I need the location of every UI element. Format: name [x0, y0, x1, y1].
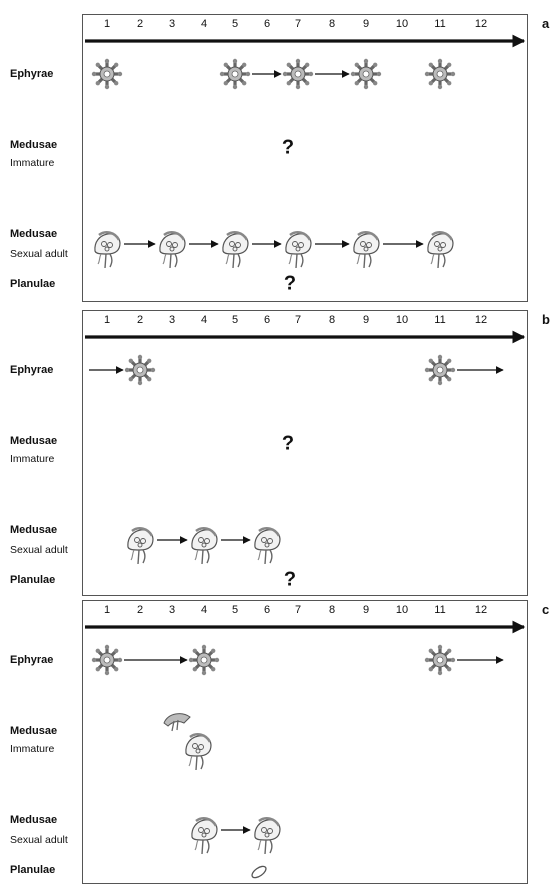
row-label-immature: Immature — [10, 157, 55, 169]
young-medusa-icon — [163, 713, 191, 732]
ephyra-icon — [424, 58, 456, 90]
ephyra-icon — [91, 58, 123, 90]
month-label: 8 — [328, 18, 336, 30]
medusa-icon — [159, 231, 186, 269]
month-label: 4 — [200, 18, 208, 30]
month-label: 12 — [474, 18, 488, 30]
panel-letter: b — [542, 312, 550, 327]
unknown-marker: ? — [283, 272, 297, 295]
medusa-icon — [191, 527, 218, 565]
panel-b — [82, 310, 528, 596]
row-label-medusae-immature: Medusae — [10, 435, 58, 447]
ephyra-icon — [219, 58, 251, 90]
month-label: 4 — [200, 604, 208, 616]
ephyra-icon — [188, 644, 220, 676]
medusa-icon — [427, 231, 454, 269]
panel-c — [82, 600, 528, 884]
month-label: 3 — [168, 18, 176, 30]
month-label: 6 — [263, 18, 271, 30]
medusa-icon — [94, 231, 121, 269]
month-label: 10 — [395, 314, 409, 326]
medusa-icon — [127, 527, 154, 565]
month-label: 10 — [395, 604, 409, 616]
month-label: 3 — [168, 314, 176, 326]
medusa-icon — [191, 817, 218, 855]
month-label: 1 — [103, 604, 111, 616]
medusa-icon — [254, 817, 281, 855]
month-label: 11 — [434, 604, 446, 616]
month-label: 2 — [136, 604, 144, 616]
month-label: 10 — [395, 18, 409, 30]
ephyra-icon — [282, 58, 314, 90]
row-label-medusae-immature: Medusae — [10, 139, 58, 151]
row-label-immature: Immature — [10, 453, 55, 465]
row-label-planulae: Planulae — [10, 864, 56, 876]
unknown-marker: ? — [283, 568, 297, 591]
medusa-icon — [222, 231, 249, 269]
row-label-medusae-adult: Medusae — [10, 524, 58, 536]
month-label: 12 — [474, 604, 488, 616]
row-label-ephyrae: Ephyrae — [10, 364, 54, 376]
row-label-medusae-adult: Medusae — [10, 228, 58, 240]
row-label-immature: Immature — [10, 743, 55, 755]
planula-icon — [251, 865, 267, 879]
panel-a — [82, 14, 528, 302]
month-label: 5 — [231, 18, 239, 30]
month-label: 11 — [434, 18, 446, 30]
row-label-sexual-adult: Sexual adult — [10, 248, 68, 260]
month-label: 4 — [200, 314, 208, 326]
unknown-marker: ? — [281, 432, 295, 455]
medusa-icon — [254, 527, 281, 565]
row-label-sexual-adult: Sexual adult — [10, 834, 68, 846]
month-label: 8 — [328, 314, 336, 326]
month-label: 9 — [362, 314, 370, 326]
ephyra-icon — [424, 354, 456, 386]
panel-letter: c — [542, 602, 550, 617]
ephyra-icon — [91, 644, 123, 676]
ephyra-icon — [424, 644, 456, 676]
ephyra-icon — [124, 354, 156, 386]
row-label-ephyrae: Ephyrae — [10, 654, 54, 666]
month-label: 1 — [103, 18, 111, 30]
month-label: 9 — [362, 18, 370, 30]
ephyra-icon — [350, 58, 382, 90]
month-label: 7 — [294, 314, 302, 326]
month-label: 7 — [294, 18, 302, 30]
panel-letter: a — [542, 16, 550, 31]
unknown-marker: ? — [281, 136, 295, 159]
month-label: 6 — [263, 314, 271, 326]
row-label-sexual-adult: Sexual adult — [10, 544, 68, 556]
medusa-icon — [185, 733, 212, 771]
month-label: 12 — [474, 314, 488, 326]
month-label: 6 — [263, 604, 271, 616]
month-label: 2 — [136, 314, 144, 326]
row-label-medusae-immature: Medusae — [10, 725, 58, 737]
row-label-ephyrae: Ephyrae — [10, 68, 54, 80]
row-label-planulae: Planulae — [10, 278, 56, 290]
month-label: 11 — [434, 314, 446, 326]
month-label: 8 — [328, 604, 336, 616]
month-label: 9 — [362, 604, 370, 616]
month-label: 5 — [231, 314, 239, 326]
row-label-planulae: Planulae — [10, 574, 56, 586]
medusa-icon — [353, 231, 380, 269]
month-label: 2 — [136, 18, 144, 30]
month-label: 1 — [103, 314, 111, 326]
row-label-medusae-adult: Medusae — [10, 814, 58, 826]
month-label: 7 — [294, 604, 302, 616]
month-label: 3 — [168, 604, 176, 616]
month-label: 5 — [231, 604, 239, 616]
medusa-icon — [285, 231, 312, 269]
